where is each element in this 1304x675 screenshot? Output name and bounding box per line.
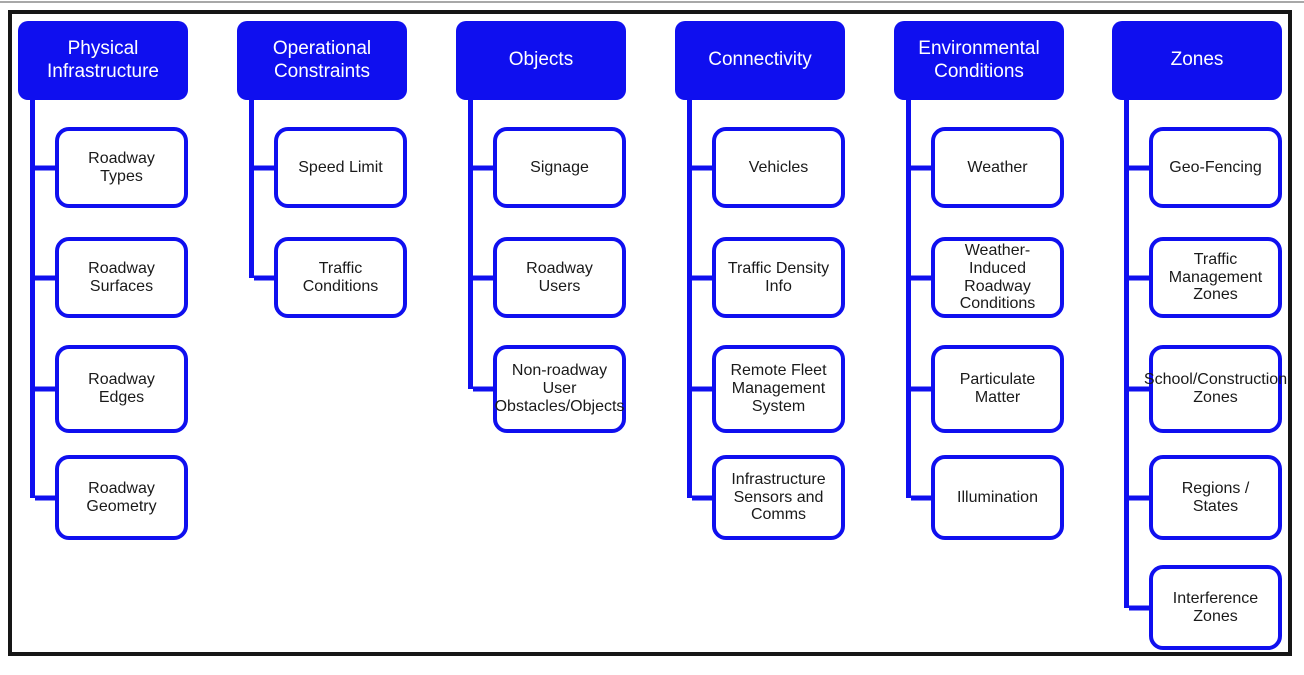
category-header-zones: Zones bbox=[1112, 21, 1282, 100]
node-roadway-edges: Roadway Edges bbox=[55, 345, 188, 433]
diagram-frame bbox=[8, 10, 1292, 656]
node-traffic-management-zones: Traffic Management Zones bbox=[1149, 237, 1282, 318]
connector-line bbox=[687, 98, 692, 498]
node-school-construction-zones: School/Construction Zones bbox=[1144, 345, 1287, 433]
category-header-operational-constraints: Operational Constraints bbox=[237, 21, 407, 100]
category-header-connectivity: Connectivity bbox=[675, 21, 845, 100]
node-particulate-matter: Particulate Matter bbox=[931, 345, 1064, 433]
node-weather: Weather bbox=[931, 127, 1064, 208]
node-roadway-surfaces: Roadway Surfaces bbox=[55, 237, 188, 318]
node-geo-fencing: Geo-Fencing bbox=[1149, 127, 1282, 208]
node-speed-limit: Speed Limit bbox=[274, 127, 407, 208]
node-remote-fleet-management-system: Remote Fleet Management System bbox=[712, 345, 845, 433]
node-roadway-geometry: Roadway Geometry bbox=[55, 455, 188, 540]
branch-zones: Zones Geo-Fencing Traffic Management Zon… bbox=[1112, 21, 1287, 661]
node-roadway-users: Roadway Users bbox=[493, 237, 626, 318]
branch-environmental-conditions: Environmental Conditions Weather Weather… bbox=[894, 21, 1064, 661]
node-traffic-conditions: Traffic Conditions bbox=[274, 237, 407, 318]
connector-line bbox=[30, 98, 35, 498]
node-infrastructure-sensors-and-comms: Infrastructure Sensors and Comms bbox=[712, 455, 845, 540]
node-interference-zones: Interference Zones bbox=[1149, 565, 1282, 650]
branch-physical-infrastructure: Physical Infrastructure Roadway Types Ro… bbox=[18, 21, 188, 661]
node-regions-states: Regions / States bbox=[1149, 455, 1282, 540]
node-non-roadway-user-obstacles-objects: Non-roadway User Obstacles/Objects bbox=[493, 345, 626, 433]
node-vehicles: Vehicles bbox=[712, 127, 845, 208]
connector-line bbox=[1124, 98, 1129, 608]
node-signage: Signage bbox=[493, 127, 626, 208]
node-weather-induced-roadway-conditions: Weather-Induced Roadway Conditions bbox=[931, 237, 1064, 318]
category-header-objects: Objects bbox=[456, 21, 626, 100]
node-traffic-density-info: Traffic Density Info bbox=[712, 237, 845, 318]
branch-operational-constraints: Operational Constraints Speed Limit Traf… bbox=[237, 21, 407, 661]
branch-objects: Objects Signage Roadway Users Non-roadwa… bbox=[456, 21, 626, 661]
top-edge-line bbox=[0, 1, 1304, 3]
node-roadway-types: Roadway Types bbox=[55, 127, 188, 208]
connector-line bbox=[906, 98, 911, 498]
node-illumination: Illumination bbox=[931, 455, 1064, 540]
connector-line bbox=[249, 98, 254, 278]
category-header-environmental-conditions: Environmental Conditions bbox=[894, 21, 1064, 100]
category-header-physical-infrastructure: Physical Infrastructure bbox=[18, 21, 188, 100]
connector-line bbox=[468, 98, 473, 389]
branch-connectivity: Connectivity Vehicles Traffic Density In… bbox=[675, 21, 845, 661]
